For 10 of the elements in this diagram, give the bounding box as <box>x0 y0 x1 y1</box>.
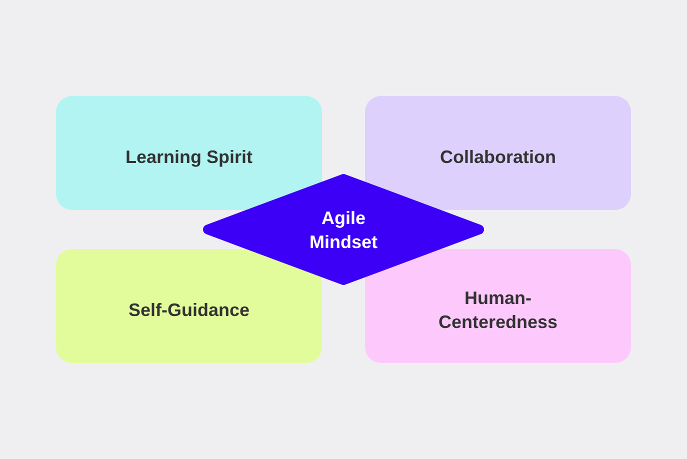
card-label: Learning Spirit <box>125 146 252 169</box>
category-card <box>56 249 322 363</box>
category-card <box>365 96 631 210</box>
card-label: Self-Guidance <box>128 299 250 322</box>
card-label: Collaboration <box>440 146 556 169</box>
center-diamond <box>203 174 484 285</box>
category-card <box>365 249 631 363</box>
category-card <box>56 96 322 210</box>
diamond-label: Agile Mindset <box>308 206 378 254</box>
card-label: Human-Centeredness <box>438 287 558 334</box>
